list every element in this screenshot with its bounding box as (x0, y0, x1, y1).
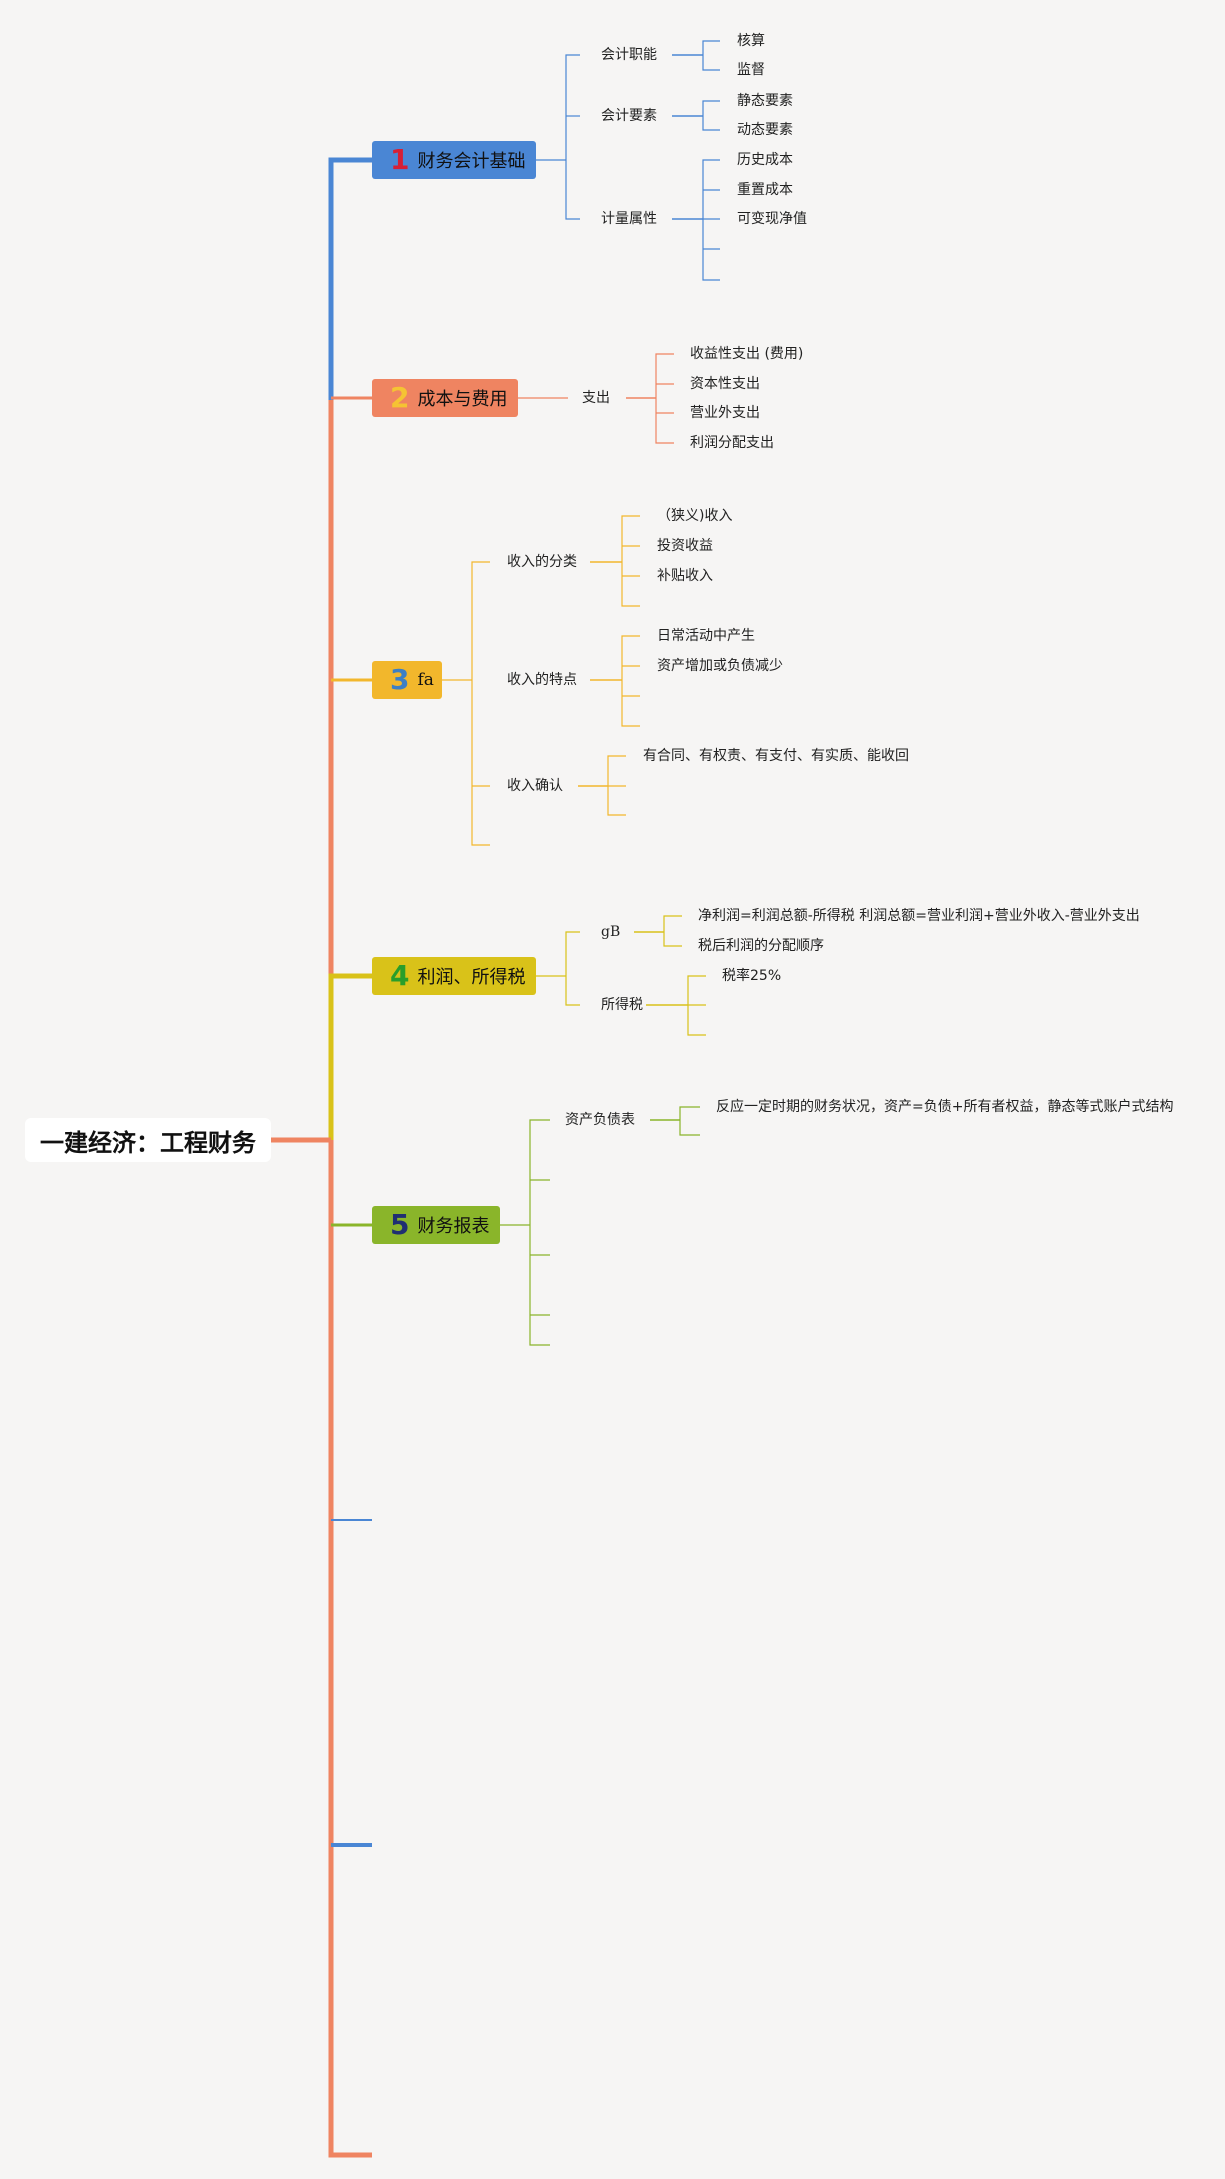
topic-1-financial-accounting-basics[interactable]: 1 财务会计基础 (372, 141, 536, 179)
topic-5-number: 5 (390, 1208, 410, 1241)
leaf-net-profit-formula[interactable]: 净利润=利润总额-所得税 利润总额=营业利润+营业外收入-营业外支出 (698, 908, 1140, 924)
root-topic[interactable]: 一建经济：工程财务 (25, 1118, 271, 1162)
leaf-investment-income[interactable]: 投资收益 (657, 538, 713, 554)
topic-2-label: 成本与费用 (417, 389, 508, 410)
leaf-recognition-conditions[interactable]: 有合同、有权责、有支付、有实质、能收回 (643, 748, 909, 764)
leaf-supervision[interactable]: 监督 (737, 62, 765, 78)
topic-3[interactable]: 3 fa (372, 661, 442, 699)
subtopic-expenditure[interactable]: 支出 (582, 390, 610, 406)
topic-4-profit-and-income-tax[interactable]: 4 利润、所得税 (372, 957, 536, 995)
leaf-net-realizable-value[interactable]: 可变现净值 (737, 211, 807, 227)
leaf-narrow-income[interactable]: （狭义)收入 (657, 508, 733, 524)
leaf-balance-sheet-description[interactable]: 反应一定时期的财务状况，资产=负债+所有者权益，静态等式账户式结构 (716, 1099, 1174, 1115)
subtopic-income-recognition[interactable]: 收入确认 (507, 778, 563, 794)
trunk-segment-orange (328, 400, 372, 2158)
leaf-subsidy-income[interactable]: 补贴收入 (657, 568, 713, 584)
leaf-accounting[interactable]: 核算 (737, 33, 765, 49)
topic-5-label: 财务报表 (417, 1216, 490, 1237)
leaf-daily-activities[interactable]: 日常活动中产生 (657, 628, 755, 644)
trunk-segment-yellow (328, 973, 372, 1140)
root-label: 一建经济：工程财务 (40, 1128, 256, 1157)
topic-4-connectors (536, 915, 706, 1036)
subtopic-balance-sheet[interactable]: 资产负债表 (565, 1112, 635, 1128)
leaf-static-elements[interactable]: 静态要素 (737, 93, 793, 109)
topic-1-label: 财务会计基础 (417, 151, 526, 172)
topic-2-connectors (518, 353, 674, 444)
topic-5-connectors (500, 1106, 700, 1346)
topic-5-financial-statements[interactable]: 5 财务报表 (372, 1206, 500, 1244)
topic-1-number: 1 (390, 143, 410, 176)
subtopic-accounting-elements[interactable]: 会计要素 (601, 108, 657, 124)
topic-4-label: 利润、所得税 (417, 967, 526, 988)
leaf-historical-cost[interactable]: 历史成本 (737, 152, 793, 168)
subtopic-accounting-functions[interactable]: 会计职能 (601, 47, 657, 63)
topic-2-costs-and-expenses[interactable]: 2 成本与费用 (372, 379, 518, 417)
topic-1-connectors (536, 40, 720, 281)
subtopic-income-classification[interactable]: 收入的分类 (507, 554, 577, 570)
trunk-segment-blue (328, 157, 372, 1140)
leaf-dynamic-elements[interactable]: 动态要素 (737, 122, 793, 138)
leaf-tax-rate[interactable]: 税率25% (722, 968, 782, 984)
topic-4-number: 4 (390, 959, 410, 992)
topic-3-connectors (442, 515, 640, 846)
subtopic-gb[interactable]: gB (601, 924, 621, 940)
topic-3-number: 3 (390, 663, 410, 696)
leaf-capital-expenditure[interactable]: 资本性支出 (690, 376, 760, 392)
subtopic-income-characteristics[interactable]: 收入的特点 (507, 672, 577, 688)
leaf-replacement-cost[interactable]: 重置成本 (737, 182, 793, 198)
leaf-asset-increase[interactable]: 资产增加或负债减少 (657, 658, 783, 674)
leaf-after-tax-profit-order[interactable]: 税后利润的分配顺序 (698, 938, 824, 954)
topic-3-label: fa (417, 670, 434, 690)
leaf-profit-distribution-expenditure[interactable]: 利润分配支出 (690, 435, 774, 451)
subtopic-income-tax[interactable]: 所得税 (601, 997, 643, 1013)
leaf-revenue-expenditure[interactable]: 收益性支出 (费用) (690, 346, 804, 362)
topic-2-number: 2 (390, 381, 410, 414)
leaf-non-operating-expenditure[interactable]: 营业外支出 (690, 405, 760, 421)
subtopic-measurement-attributes[interactable]: 计量属性 (601, 211, 657, 227)
